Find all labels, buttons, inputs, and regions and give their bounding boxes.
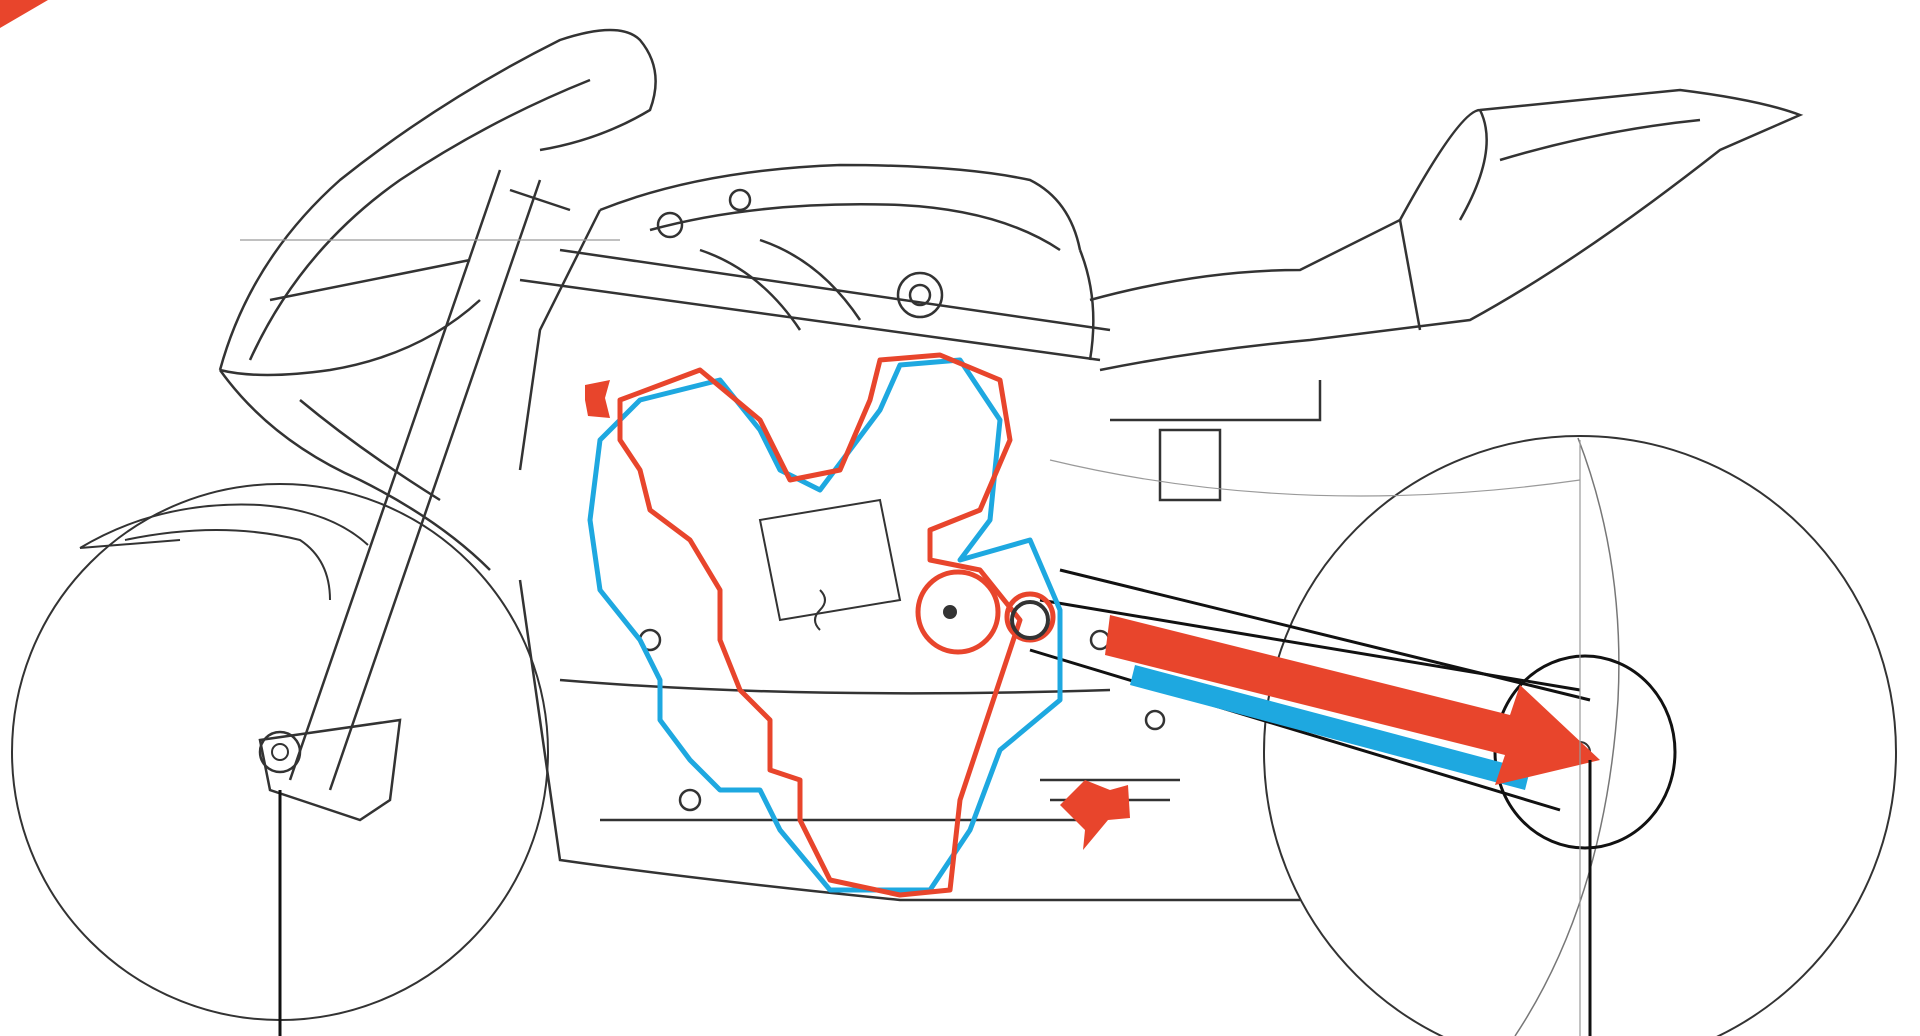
swingarm — [1029, 568, 1677, 850]
lower-fairing — [518, 579, 1300, 902]
front-fairing — [218, 28, 657, 571]
engine-outline-red — [617, 352, 1056, 898]
arrow-right-icon — [1105, 615, 1600, 790]
tail-section — [1089, 88, 1804, 502]
engine-internals — [758, 498, 1050, 640]
frame-and-tank — [518, 163, 1111, 471]
construction-lines — [240, 239, 1581, 1036]
leader-lines — [278, 760, 1592, 1036]
front-fork — [258, 169, 571, 822]
front-fender — [79, 503, 369, 601]
corner-accent — [0, 0, 48, 28]
arrow-marker-icon — [585, 380, 1130, 850]
engine-outline-blue — [587, 357, 1063, 893]
